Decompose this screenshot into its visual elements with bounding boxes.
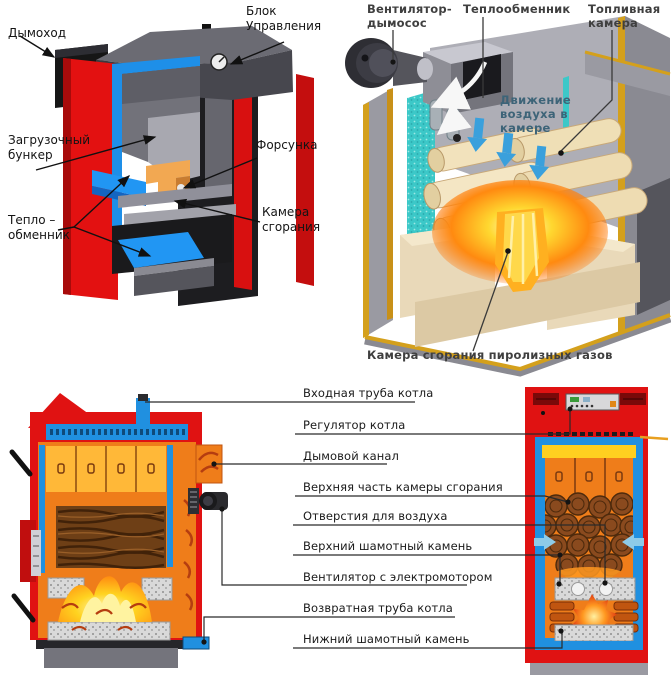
left-boiler-section (9, 393, 228, 668)
label-loading-bunker: Загрузочный бункер (8, 133, 91, 162)
boiler-cutaway-illustration (19, 24, 314, 306)
air-flow-arrows (467, 117, 550, 180)
label-control-unit: Блок Управления (246, 4, 322, 33)
label-inlet-pipe: Входная труба котла (303, 386, 434, 400)
side-air-arrows (534, 534, 644, 550)
right-boiler-section (525, 387, 669, 675)
label-air-movement: Движение воздуха в камере (500, 93, 572, 136)
chamber-label-lines (392, 17, 613, 352)
label-heat-exchanger-left: Тепло – обменник (8, 213, 70, 242)
label-return-pipe: Возвратная труба котла (303, 601, 453, 615)
label-fan-exhauster: Вентилятор-дымосос (367, 2, 452, 31)
exhaust-fan (345, 38, 433, 88)
label-lower-stone: Нижний шамотный камень (303, 632, 470, 646)
label-combustion-chamber: Камера сгорания (262, 205, 321, 234)
label-nozzle: Форсунка (256, 138, 318, 152)
label-smoke-channel: Дымовой канал (303, 449, 399, 463)
label-upper-stone: Верхний шамотный камень (303, 539, 473, 553)
label-fuel-chamber: Топливная камера (588, 2, 661, 31)
label-chimney: Дымоход (8, 26, 66, 40)
label-fan-motor: Вентилятор с электромотором (303, 570, 493, 584)
boiler-sections-illustration (9, 387, 669, 675)
boiler-3d-chamber-illustration (345, 16, 671, 377)
label-regulator: Регулятор котла (303, 418, 406, 432)
label-upper-chamber: Верхняя часть камеры сгорания (303, 480, 503, 494)
label-air-holes: Отверстия для воздуха (303, 509, 448, 523)
label-pyrolysis-chamber: Камера сгорания пиролизных газов (367, 348, 613, 362)
cutaway-label-arrows (19, 35, 285, 257)
label-heat-exchanger-3d: Теплообменник (463, 2, 571, 16)
